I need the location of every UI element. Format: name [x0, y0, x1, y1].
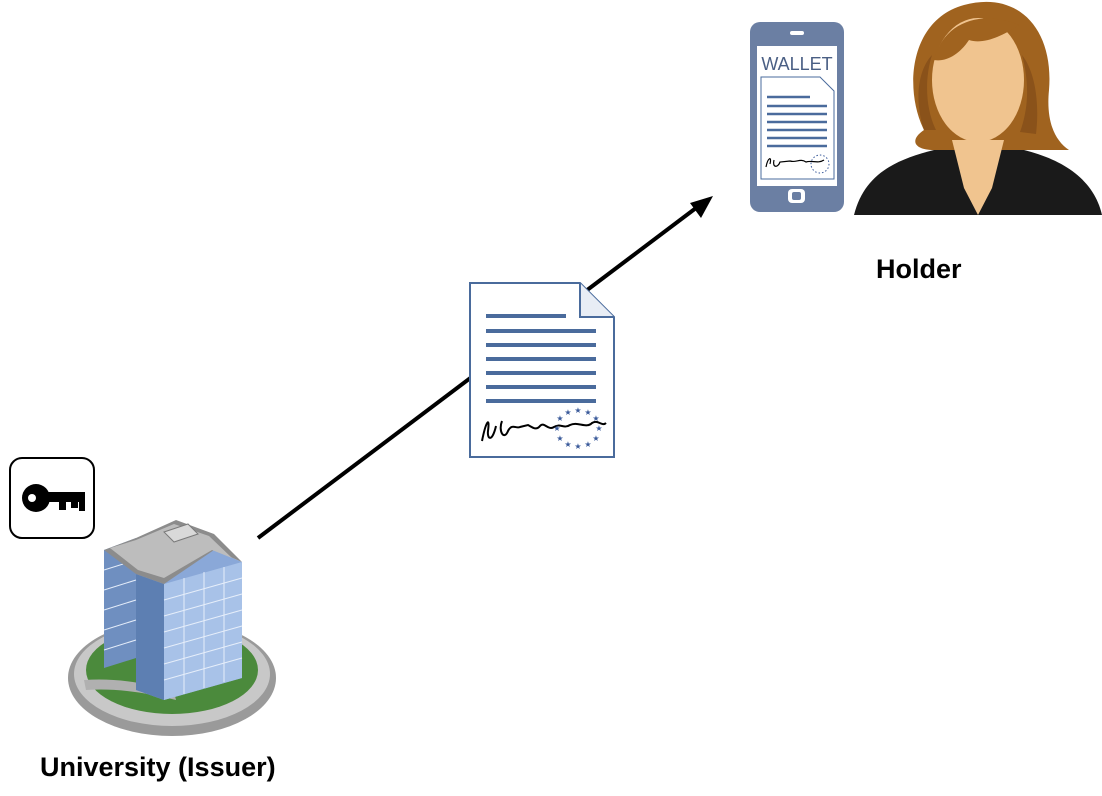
svg-text:★: ★: [592, 414, 599, 423]
svg-text:★: ★: [564, 408, 571, 417]
svg-text:★: ★: [574, 406, 581, 415]
svg-text:★: ★: [574, 442, 581, 451]
svg-text:★: ★: [584, 408, 591, 417]
wallet-title: WALLET: [761, 54, 832, 74]
holder-person-icon: [854, 1, 1102, 215]
svg-text:★: ★: [553, 424, 560, 433]
svg-text:★: ★: [592, 434, 599, 443]
svg-text:★: ★: [556, 414, 563, 423]
wallet-phone-icon: WALLET: [750, 22, 844, 212]
key-icon: [9, 457, 95, 539]
holder-label: Holder: [876, 254, 962, 284]
svg-text:★: ★: [595, 424, 602, 433]
svg-text:★: ★: [556, 434, 563, 443]
svg-text:★: ★: [564, 440, 571, 449]
svg-text:★: ★: [584, 440, 591, 449]
issuer-label: University (Issuer): [40, 752, 276, 782]
signed-credential-document-icon: ★★★ ★★★ ★★★ ★★★: [469, 282, 615, 458]
university-building-icon: [68, 520, 276, 736]
